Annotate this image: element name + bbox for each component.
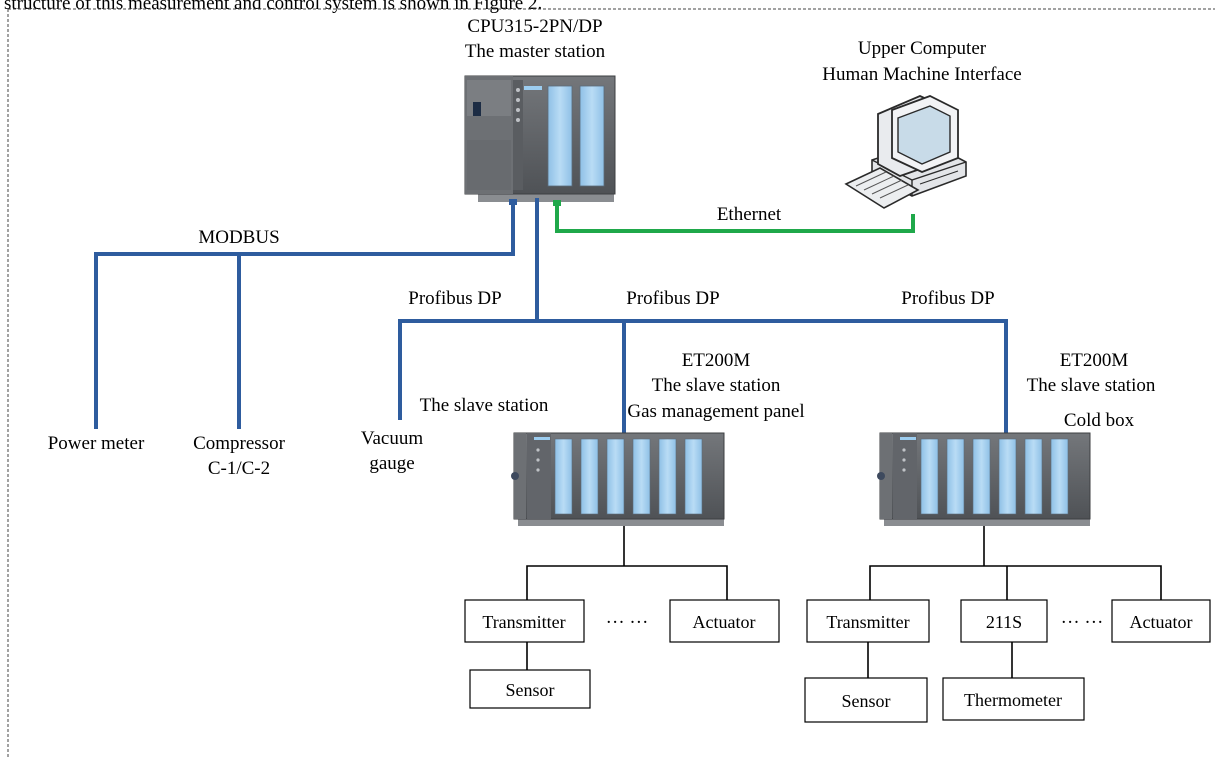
- cold-thermometer-box: [942, 677, 1085, 721]
- cold-box-tree-branch: [869, 565, 1162, 600]
- cold-thermometer-label: Thermometer: [964, 690, 1062, 710]
- gas-transmitter-label: Transmitter: [482, 612, 565, 632]
- hmi-label: Human Machine Interface: [822, 64, 1021, 85]
- gas-panel-role-label: The slave station: [652, 375, 781, 396]
- ethernet-port: [553, 200, 561, 206]
- cold-transmitter-box: [806, 599, 930, 643]
- cold-ellipsis-label: … …: [1061, 607, 1104, 628]
- power-meter-label: Power meter: [48, 433, 145, 454]
- cold-transmitter-label: Transmitter: [826, 612, 909, 632]
- profibus-label-right: Profibus DP: [901, 288, 994, 309]
- desktop-computer-icon: [844, 95, 967, 209]
- master-model-label: CPU315-2PN/DP: [467, 16, 602, 37]
- cold-box-name-label: Cold box: [1064, 410, 1135, 431]
- cold-sensor-label: Sensor: [842, 691, 891, 711]
- ethernet-label: Ethernet: [717, 204, 782, 225]
- gas-sensor-box: [469, 669, 591, 709]
- header-text: structure of this measurement and contro…: [4, 0, 542, 14]
- vacuum-gauge-label: Vacuum: [361, 428, 423, 449]
- gas-actuator-label: Actuator: [693, 612, 756, 632]
- cold-actuator-box: [1111, 599, 1211, 643]
- cold-box-model-label: ET200M: [1060, 350, 1129, 371]
- gas-sensor-label: Sensor: [506, 680, 555, 700]
- vacuum-gauge-label-2: gauge: [369, 453, 414, 474]
- cold-sensor-box: [804, 677, 928, 723]
- ethernet-link: [555, 203, 915, 233]
- gas-transmitter-box: [464, 599, 585, 643]
- compressor-id-label: C-1/C-2: [208, 458, 270, 479]
- master-plc-icon: [464, 75, 616, 202]
- profibus-label-middle: Profibus DP: [626, 288, 719, 309]
- gas-actuator-box: [669, 599, 780, 643]
- cold-box-role-label: The slave station: [1027, 375, 1156, 396]
- upper-computer-label: Upper Computer: [858, 38, 987, 59]
- cold-211s-box: [960, 599, 1048, 643]
- modbus-bus: [94, 201, 515, 429]
- profibus-bus: [398, 319, 1008, 435]
- vacuum-slave-role-label: The slave station: [420, 395, 549, 416]
- cold-box-plc-icon: [877, 432, 1091, 526]
- master-role-label: The master station: [465, 41, 606, 62]
- profibus-label-left: Profibus DP: [408, 288, 501, 309]
- cold-actuator-label: Actuator: [1130, 612, 1193, 632]
- gas-panel-model-label: ET200M: [682, 350, 751, 371]
- gas-ellipsis-label: … …: [606, 607, 649, 628]
- cold-211s-label: 211S: [986, 612, 1022, 632]
- gas-panel-name-label: Gas management panel: [627, 401, 804, 422]
- compressor-label: Compressor: [193, 433, 286, 454]
- gas-panel-plc-icon: [511, 432, 725, 526]
- gas-panel-tree-branch: [526, 565, 728, 600]
- modbus-label: MODBUS: [198, 227, 279, 248]
- modbus-port: [509, 199, 517, 205]
